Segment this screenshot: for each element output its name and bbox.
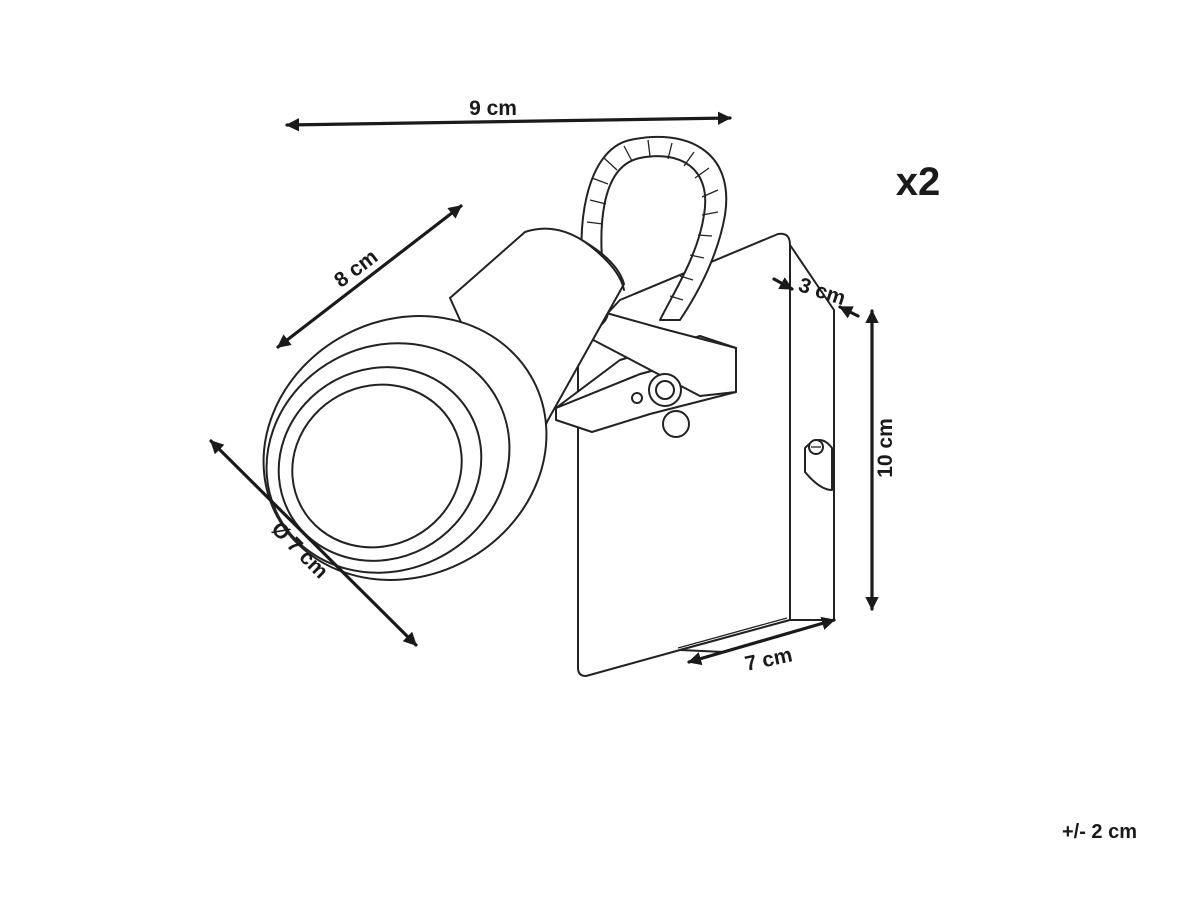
height-label: 10 cm	[874, 418, 897, 478]
spotlight-drawing	[262, 135, 835, 677]
wall-plate	[577, 232, 835, 677]
depth-dimension-line-left	[772, 277, 794, 291]
dimension-lines	[209, 111, 879, 666]
width-dimension-line	[285, 111, 732, 132]
plate-width-dimension-line	[687, 616, 836, 666]
width-label: 9 cm	[469, 97, 517, 120]
cable-loop	[580, 135, 728, 321]
tolerance-label: +/- 2 cm	[1062, 821, 1137, 843]
quantity-label: x2	[896, 160, 941, 204]
plate-width-label: 7 cm	[743, 643, 795, 675]
diameter-dimension-line	[209, 439, 418, 647]
depth-dimension-line-right	[838, 305, 860, 319]
length-dimension-line	[276, 204, 463, 349]
